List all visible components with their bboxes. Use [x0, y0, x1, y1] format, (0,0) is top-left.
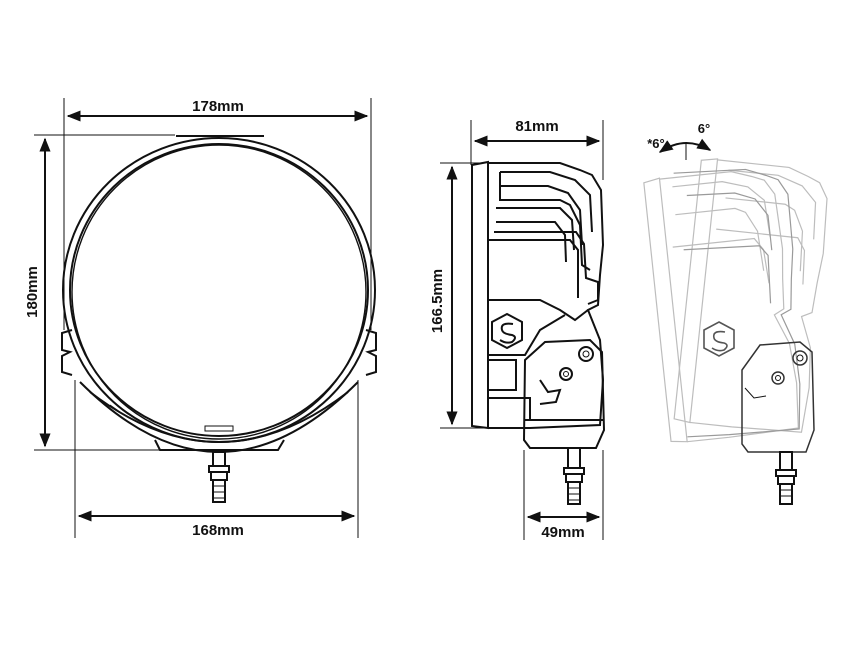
tilt-view: *6° 6°: [643, 121, 828, 505]
side-mid-panel: [488, 299, 589, 322]
mounting-bolt-side: [563, 447, 585, 505]
lamp-housing-outer: [62, 137, 376, 443]
label-side-height: 166.5mm: [429, 269, 446, 333]
bracket-curve-inner: [89, 391, 349, 444]
label-width-bottom: 168mm: [192, 522, 244, 539]
lamp-lens: [71, 144, 367, 440]
tilt-bracket: [741, 341, 815, 453]
side-lower-box: [487, 359, 517, 391]
front-view: 178mm 180mm 168mm: [24, 98, 377, 539]
label-tilt-back: *6°: [647, 136, 665, 151]
side-view: 81mm 166.5mm 49mm: [429, 118, 606, 541]
tilt-arc-arrow: [658, 138, 712, 153]
lamp-bezel: [69, 143, 369, 437]
side-cooling-fins: [488, 171, 599, 305]
tilt-logo-mark: [703, 321, 735, 357]
ghost-housing-back: [643, 171, 799, 443]
side-lens-face: [471, 160, 489, 430]
bracket-base: [154, 439, 285, 451]
side-lower-line: [488, 314, 566, 356]
bracket-rib: [109, 404, 321, 413]
mounting-bolt-front: [208, 451, 230, 503]
side-lower-ridge: [488, 397, 531, 420]
mounting-bolt-tilt: [775, 451, 797, 505]
label-bracket: 49mm: [541, 524, 584, 541]
label-width-top: 178mm: [192, 98, 244, 115]
tab-right: [365, 329, 377, 376]
side-bracket: [522, 338, 606, 449]
label-tilt-forward: 6°: [698, 121, 710, 136]
brand-logo-mark: [491, 312, 523, 350]
bracket-notch: [204, 425, 234, 432]
label-height: 180mm: [24, 266, 41, 318]
ghost-housing-forward: [673, 158, 828, 433]
label-depth: 81mm: [515, 118, 558, 135]
tab-left: [61, 329, 73, 376]
ghost-housing-mid: [673, 168, 801, 438]
